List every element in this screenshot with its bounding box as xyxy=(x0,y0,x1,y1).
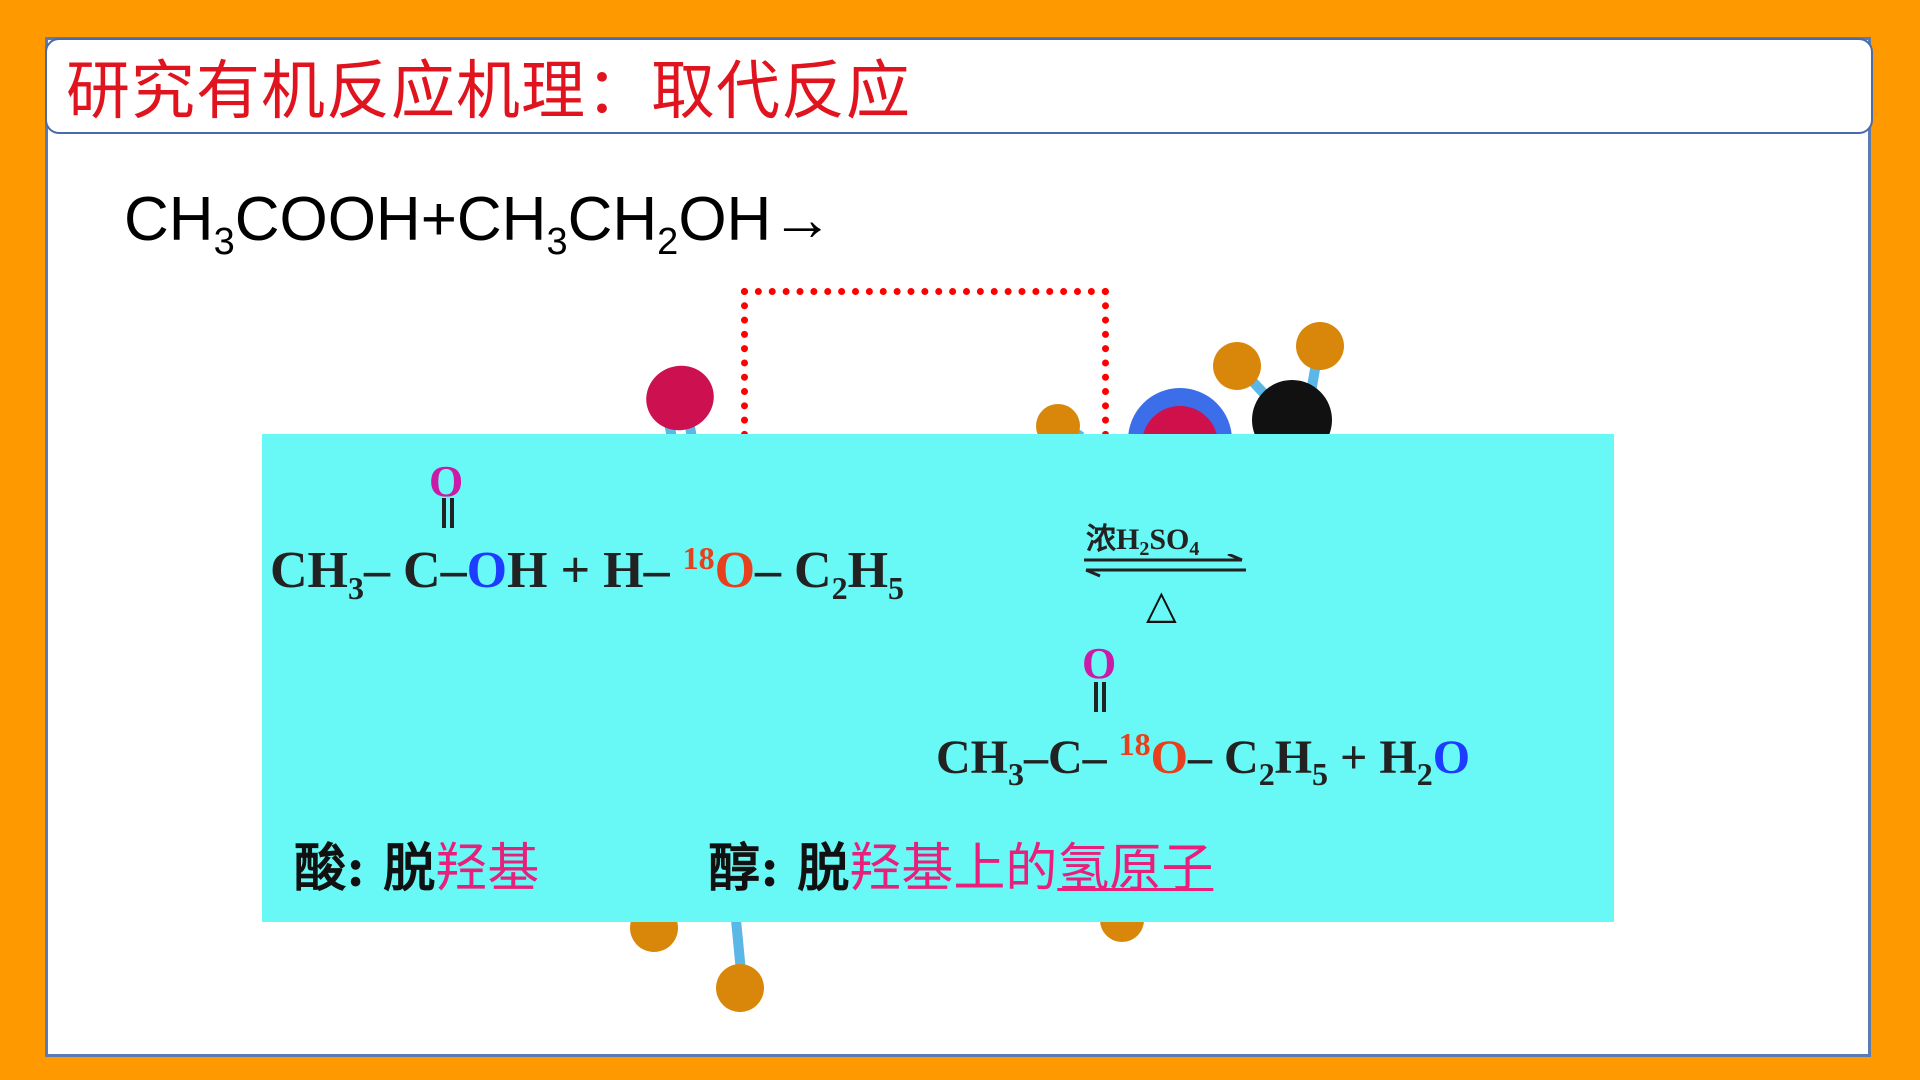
condition-text: 浓H xyxy=(1086,523,1140,556)
page-title: 研究有机反应机理：取代反应 xyxy=(66,55,911,129)
isotope-label: 18 xyxy=(682,540,715,576)
sub: 3 xyxy=(1008,756,1024,792)
bond-dash: – xyxy=(1188,731,1213,784)
condition-text: SO xyxy=(1149,523,1190,556)
water-oxygen: O xyxy=(1432,731,1471,784)
eq-part: OH→ xyxy=(678,185,834,254)
sub: 5 xyxy=(888,570,905,606)
highlight-dotted-box xyxy=(741,288,1109,438)
eq-part: COOH+CH xyxy=(234,185,547,254)
alcohol-highlight-underlined: 氢原子 xyxy=(1057,839,1214,899)
reactants: CH3– C–OH + H– 18O– C2H5 xyxy=(270,526,904,620)
word-equation: CH3COOH+CH3CH2OH→ xyxy=(124,182,833,280)
eq-sub: 3 xyxy=(546,221,568,263)
title-box xyxy=(45,38,1873,134)
carbonyl-oxygen: O xyxy=(429,457,464,506)
hydrogen: H xyxy=(847,542,889,599)
bond-dash: – xyxy=(440,542,467,599)
products: CH3–C– 18O– C2H5 + H2O xyxy=(936,714,1470,804)
hydroxyl-oxygen: O xyxy=(466,542,508,599)
sub: 2 xyxy=(831,570,848,606)
alcohol-highlight: 羟基上的 xyxy=(849,839,1058,899)
eq-sub: 3 xyxy=(213,221,235,263)
hydrogen: H xyxy=(507,542,548,599)
bond-dash: – xyxy=(364,542,390,599)
acid-highlight: 羟基 xyxy=(435,839,540,899)
acid-label: 酸: 脱 xyxy=(294,838,436,899)
hydrogen-atom xyxy=(1296,322,1344,370)
double-bond xyxy=(442,498,454,528)
bond-dash: – xyxy=(1082,731,1107,784)
carbon: C xyxy=(1224,731,1259,784)
carbon: C xyxy=(1048,731,1083,784)
reaction-panel: O CH3– C–OH + H– 18O– C2H5 浓H2SO4 △ O CH… xyxy=(262,434,1614,922)
hydrogen: H xyxy=(1379,731,1417,784)
eq-sub: 2 xyxy=(657,221,679,263)
heat-icon: △ xyxy=(1146,583,1177,627)
hydrogen: H xyxy=(603,542,644,599)
carbon: C xyxy=(403,542,441,599)
sub: 2 xyxy=(1139,538,1150,560)
double-bond xyxy=(1094,682,1106,712)
sub: 2 xyxy=(1258,756,1275,792)
carbon: C xyxy=(794,542,832,599)
sub: 5 xyxy=(1312,756,1329,792)
ch3: CH xyxy=(270,542,348,599)
alcohol-label: 醇: 脱 xyxy=(708,838,850,899)
reversible-arrow-icon xyxy=(1084,554,1246,578)
ch3: CH xyxy=(936,731,1008,784)
eq-part: CH xyxy=(567,185,658,254)
acid-note: 酸: 脱羟基 xyxy=(294,834,539,904)
sub: 2 xyxy=(1416,756,1433,792)
hydrogen-atom xyxy=(716,964,764,1012)
hydrogen: H xyxy=(1274,731,1313,784)
plus: + xyxy=(1340,731,1368,784)
eq-part: CH xyxy=(124,185,214,254)
carbonyl-oxygen: O xyxy=(1082,639,1117,688)
bond-dash: – xyxy=(755,542,782,599)
bond-dash: – xyxy=(643,542,670,599)
sub: 3 xyxy=(348,570,364,606)
bond-dash: – xyxy=(1024,731,1048,784)
alcohol-note: 醇: 脱羟基上的氢原子 xyxy=(708,834,1213,904)
oxygen-18: O xyxy=(714,542,756,599)
reaction-condition: 浓H2SO4 xyxy=(1086,514,1199,561)
isotope-label: 18 xyxy=(1118,726,1151,762)
oxygen-18: O xyxy=(1150,731,1189,784)
sub: 4 xyxy=(1189,538,1200,560)
plus: + xyxy=(560,542,591,599)
hydrogen-atom xyxy=(1213,342,1261,390)
oxygen-atom xyxy=(646,365,714,431)
